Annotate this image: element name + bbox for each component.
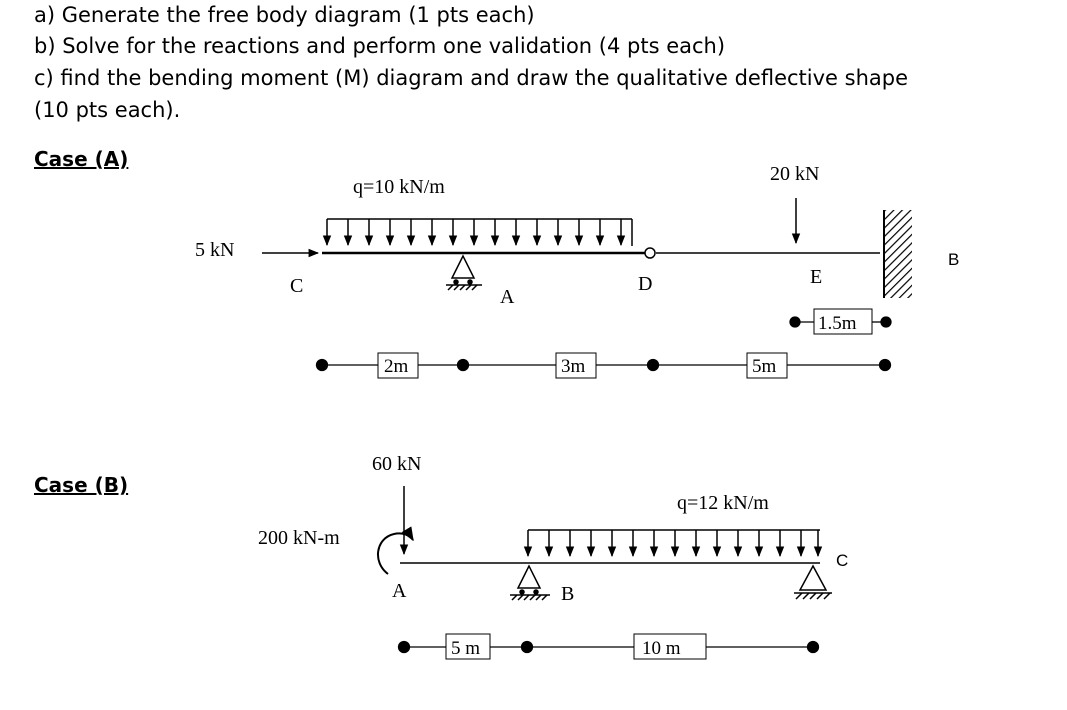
- case-b-distributed-load: [523, 529, 823, 558]
- case-a-dim-e-offset: [789, 308, 892, 335]
- case-a-support-a: [446, 254, 482, 291]
- case-a-diagram: q=10 kN/m 5 kN 20 kN C A D E B: [195, 163, 959, 379]
- case-a-horizontal-load-label: 5 kN: [195, 239, 234, 261]
- case-a-fixed-support-b: [884, 210, 912, 298]
- case-a-q-label: q=10 kN/m: [353, 176, 445, 198]
- case-b-label-b: B: [561, 583, 574, 605]
- case-b-point-load-label: 60 kN: [372, 453, 421, 475]
- case-a-label-a: A: [500, 286, 515, 308]
- case-b-label-c: C: [836, 551, 848, 570]
- case-a-heading: Case (A): [34, 147, 129, 171]
- case-b-diagram: 60 kN 200 kN-m q=12 kN/m: [258, 453, 848, 660]
- case-a-label-d: D: [638, 273, 652, 295]
- case-b-heading: Case (B): [34, 473, 129, 497]
- case-b-q-label: q=12 kN/m: [677, 492, 769, 514]
- case-b-moment-arrow: [377, 526, 414, 575]
- case-a-dim-5m: 5m: [752, 356, 777, 377]
- case-a-label-b: B: [948, 250, 959, 269]
- case-a-hinge-d: [644, 247, 656, 259]
- case-b-support-b: [510, 564, 550, 601]
- case-a-label-c: C: [290, 275, 303, 297]
- case-a-dim-line: [315, 352, 892, 379]
- case-b-dim-10m: 10 m: [642, 638, 681, 659]
- case-a-dim-e-offset-label: 1.5m: [818, 313, 857, 334]
- question-b: b) Solve for the reactions and perform o…: [34, 34, 726, 58]
- question-a: a) Generate the free body diagram (1 pts…: [34, 3, 535, 27]
- case-a-distributed-load: [322, 218, 633, 247]
- case-a-point-load-label: 20 kN: [770, 163, 819, 185]
- case-b-dim-5m: 5 m: [451, 638, 480, 659]
- case-b-support-c: [794, 564, 832, 600]
- case-a-label-e: E: [810, 266, 822, 288]
- case-a-dim-3m: 3m: [561, 356, 586, 377]
- question-c: c) find the bending moment (M) diagram a…: [34, 66, 908, 90]
- case-a-dim-2m: 2m: [384, 356, 409, 377]
- case-b-label-a: A: [392, 580, 407, 602]
- case-b-moment-label: 200 kN-m: [258, 527, 340, 549]
- question-c-continued: (10 pts each).: [34, 98, 181, 122]
- case-b-dim-line: [397, 633, 820, 660]
